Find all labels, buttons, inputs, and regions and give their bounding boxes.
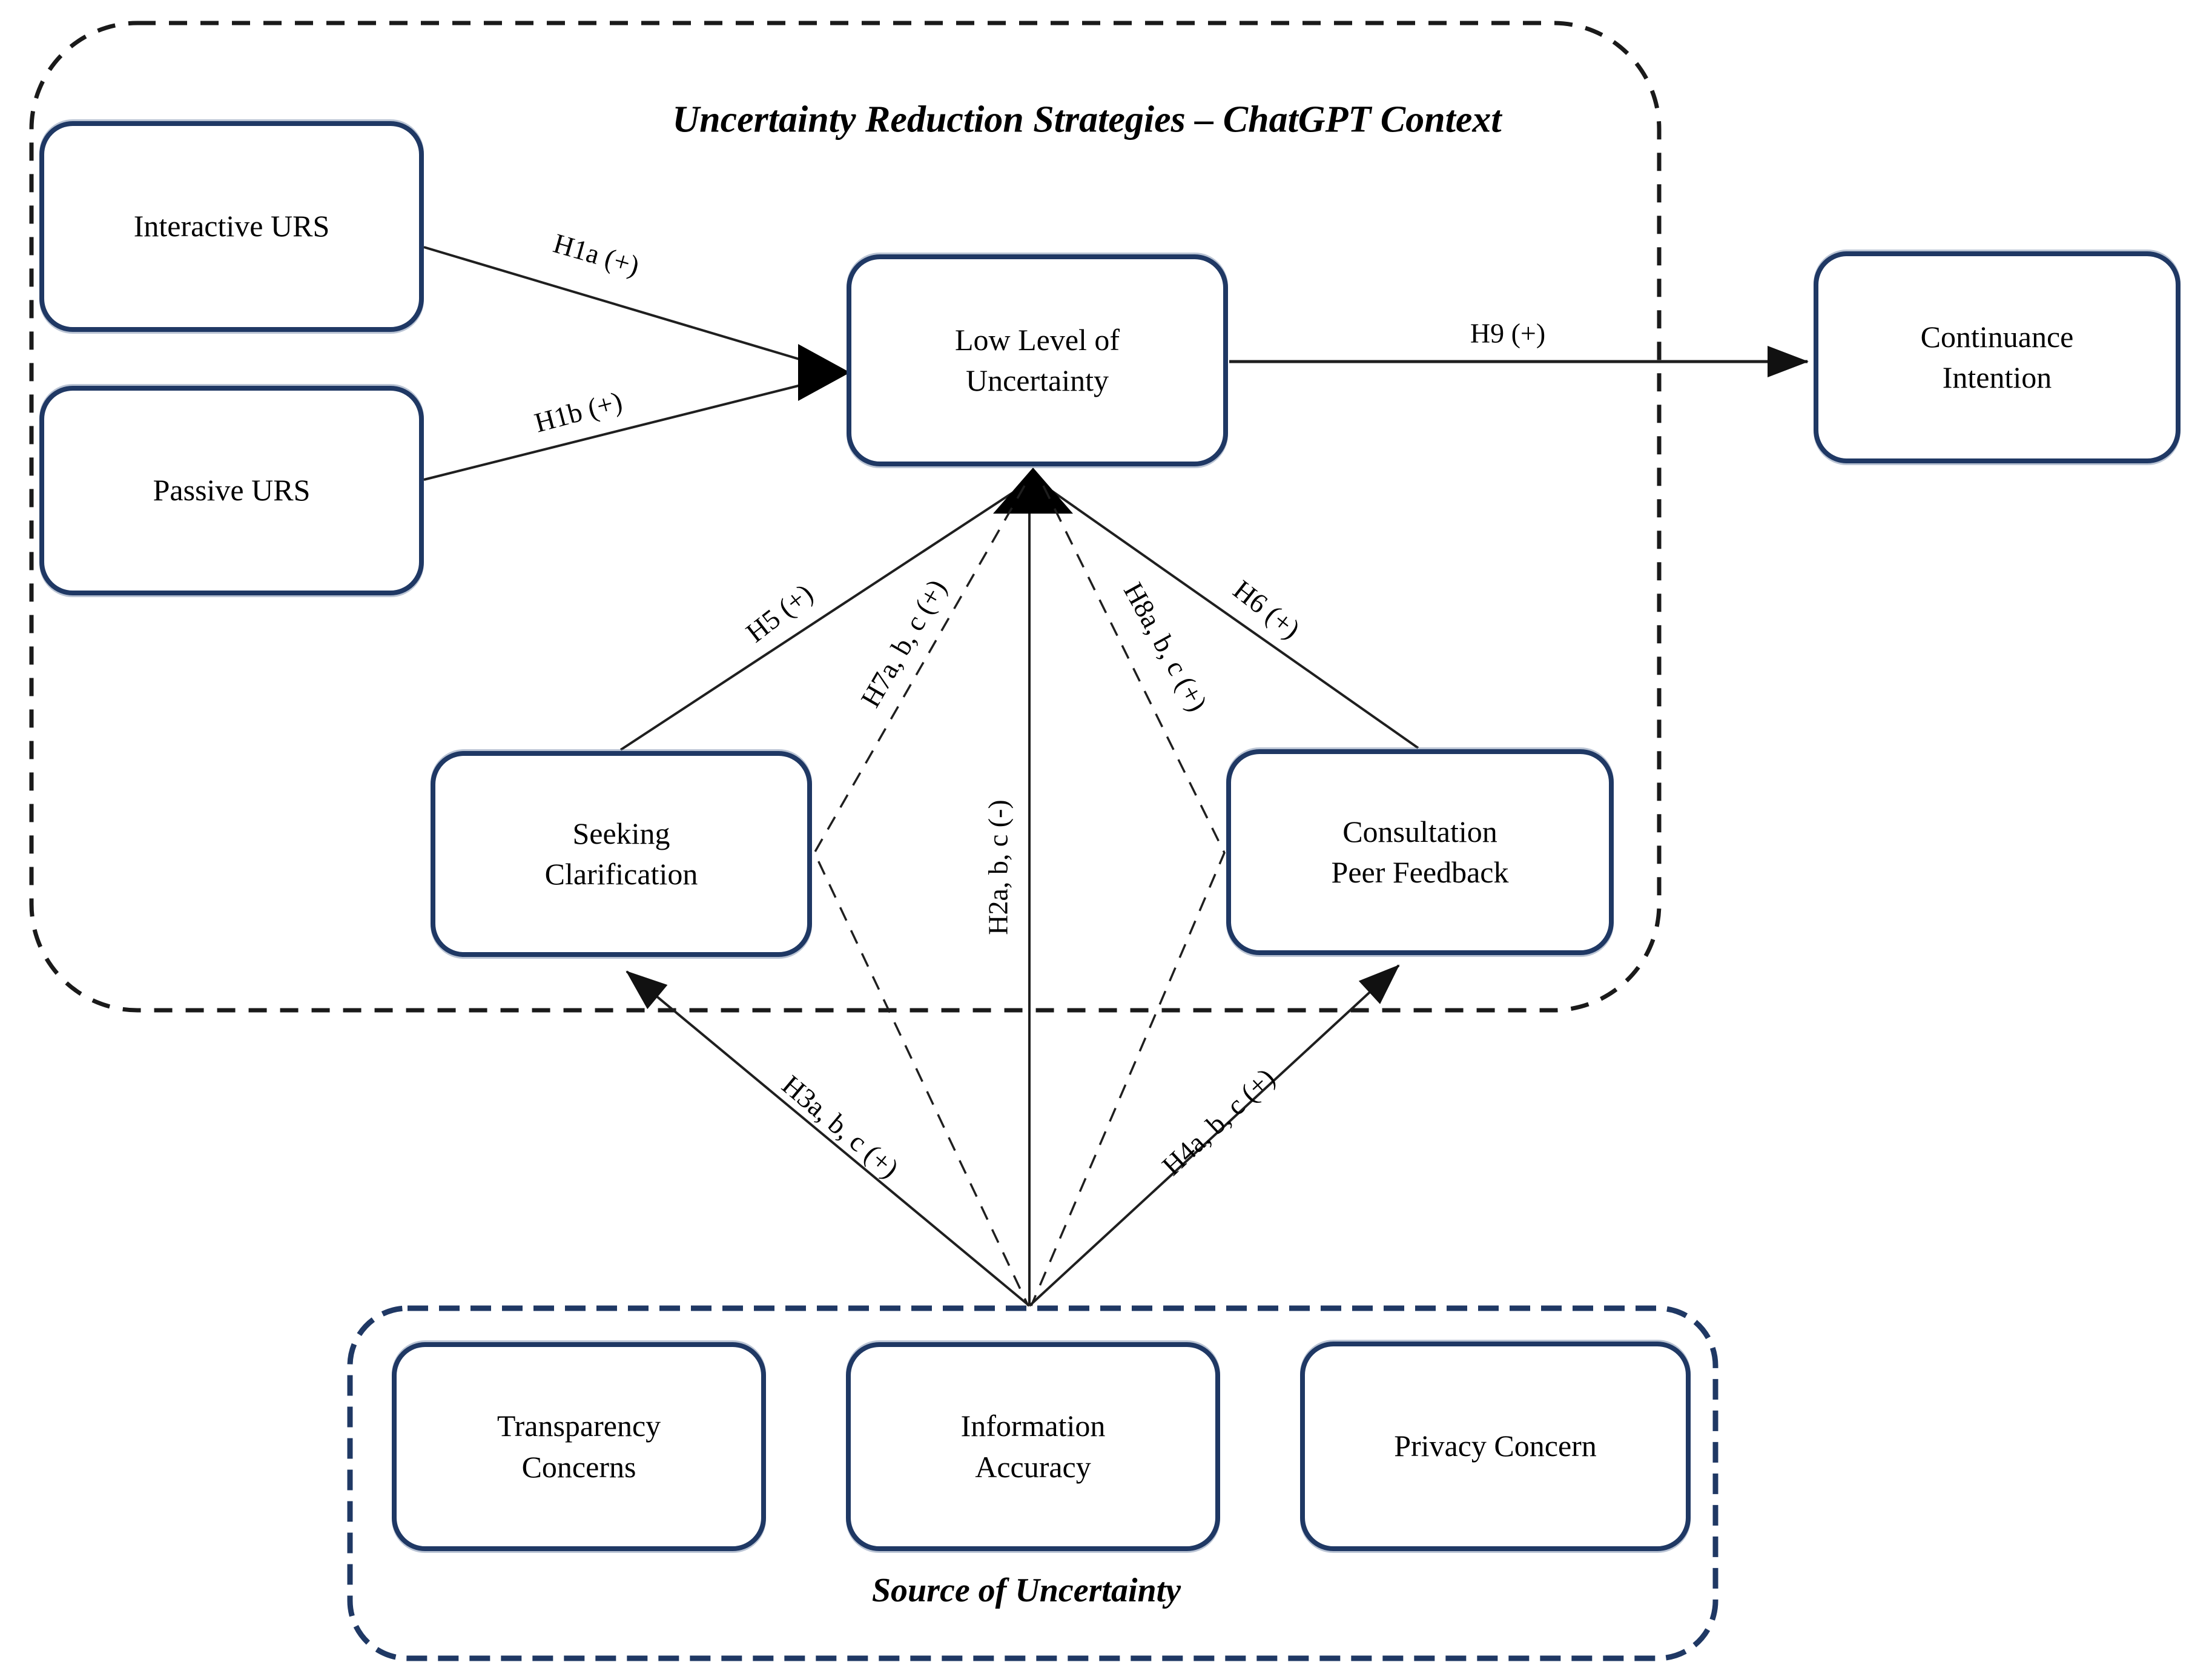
edge-h6-line: [1042, 483, 1419, 749]
node-information-accuracy: Information Accuracy: [846, 1342, 1220, 1551]
edge-label-h2: H2a, b, c (-): [982, 799, 1014, 935]
edge-h3-line: [626, 970, 1031, 1307]
edge-h1a-line: [423, 246, 806, 362]
source-of-uncertainty-boundary: [347, 1305, 1718, 1661]
node-low-level-of-uncertainty: Low Level of Uncertainty: [847, 254, 1228, 466]
node-continuance-intention: Continuance Intention: [1814, 251, 2181, 463]
edge-h7-dashed-path: [813, 485, 1029, 1306]
node-consultation-peer-feedback: Consultation Peer Feedback: [1226, 749, 1614, 955]
node-passive-urs: Passive URS: [39, 386, 424, 595]
edge-h4-line: [1028, 964, 1400, 1307]
node-interactive-urs: Interactive URS: [39, 121, 424, 332]
edge-h1b-line: [423, 383, 806, 481]
urs-context-boundary: [29, 21, 1662, 1013]
edge-h5-line: [619, 483, 1026, 751]
urs-context-title: Uncertainty Reduction Strategies – ChatG…: [672, 99, 1502, 141]
node-seeking-clarification: Seeking Clarification: [431, 751, 812, 957]
source-of-uncertainty-label: Source of Uncertainty: [871, 1572, 1181, 1609]
edge-h8-dashed-path: [1030, 485, 1226, 1306]
edge-label-h9: H9 (+): [1470, 317, 1546, 349]
arrowhead-into-low-level-bottom: [993, 468, 1073, 514]
node-privacy-concern: Privacy Concern: [1300, 1342, 1691, 1551]
node-transparency-concerns: Transparency Concerns: [392, 1342, 766, 1551]
arrowhead-into-low-level-left: [798, 344, 850, 401]
